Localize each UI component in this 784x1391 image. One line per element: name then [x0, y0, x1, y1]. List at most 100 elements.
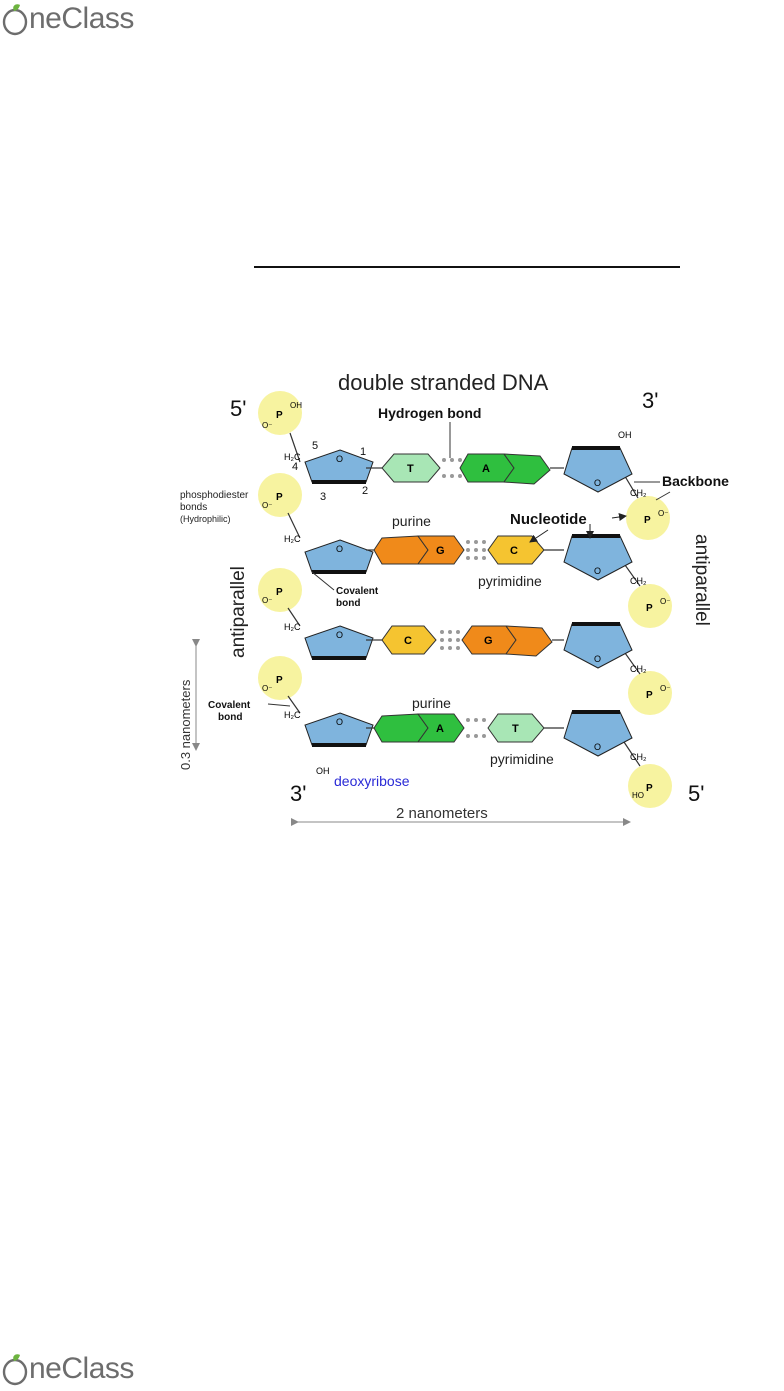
five-prime-bottom-label: 5': [688, 781, 704, 806]
antiparallel-right-label: antiparallel: [691, 534, 712, 626]
svg-text:P: P: [276, 492, 283, 503]
svg-text:P: P: [646, 603, 653, 614]
svg-text:CH₂: CH₂: [630, 576, 647, 586]
antiparallel-left-label: antiparallel: [228, 566, 249, 658]
svg-text:P: P: [644, 515, 651, 526]
logo-text: neClass: [29, 1352, 134, 1385]
oneclass-logo-top: neClass: [2, 2, 134, 36]
base-thymine-2: T: [512, 723, 519, 735]
base-guanine-1: G: [436, 545, 445, 557]
width-measure-label: 2 nanometers: [396, 805, 488, 822]
svg-text:O: O: [594, 742, 601, 752]
svg-text:5: 5: [312, 440, 318, 452]
right-sugar-3: O CH₂: [563, 622, 647, 674]
right-phosphate-4: P HO: [628, 764, 672, 808]
base-guanine-2: G: [484, 635, 493, 647]
left-phosphate-2: P O⁻: [258, 473, 302, 517]
oneclass-logo-bottom: neClass: [2, 1352, 134, 1386]
hydrogen-bond-label: Hydrogen bond: [378, 405, 481, 421]
height-measure-label: 0.3 nanometers: [178, 679, 193, 770]
carbon-numbers: 5 4 1 3 2: [292, 440, 368, 503]
svg-text:HO: HO: [632, 791, 644, 800]
pyrimidine-label-1: pyrimidine: [478, 573, 542, 589]
svg-text:P: P: [276, 675, 283, 686]
nucleotide-label: Nucleotide: [510, 511, 587, 528]
dna-diagram: double stranded DNA Hydrogen bond 5' 3' …: [160, 358, 768, 828]
base-adenine-2: A: [436, 723, 444, 735]
right-phosphate-2: P O⁻: [628, 584, 672, 628]
svg-text:OH: OH: [316, 766, 330, 776]
svg-text:CH₂: CH₂: [630, 752, 647, 762]
covalent-pointer-1: [311, 571, 335, 591]
left-sugar-4: O H₂C OH: [284, 710, 374, 776]
svg-text:O: O: [594, 654, 601, 664]
svg-text:H₂C: H₂C: [284, 710, 301, 720]
svg-text:P: P: [276, 410, 283, 421]
svg-text:O⁻: O⁻: [660, 684, 670, 693]
svg-text:O⁻: O⁻: [262, 596, 272, 605]
svg-text:OH: OH: [290, 401, 302, 410]
right-sugar-4: O CH₂: [563, 710, 647, 762]
title-underline: [254, 266, 680, 268]
hydrophilic-label: (Hydrophilic): [180, 514, 231, 524]
backbone-label: Backbone: [662, 473, 729, 489]
svg-text:2: 2: [362, 485, 368, 497]
apple-icon: [2, 1352, 28, 1386]
right-phosphate-1: P O⁻: [626, 496, 670, 540]
bonds-label: bonds: [180, 502, 207, 513]
svg-text:O⁻: O⁻: [262, 684, 272, 693]
left-phosphate-4: P O⁻: [258, 656, 302, 700]
base-adenine-1: A: [482, 463, 490, 475]
left-phosphate-3: P O⁻: [258, 568, 302, 612]
five-prime-top-label: 5': [230, 396, 246, 421]
svg-text:3: 3: [320, 491, 326, 503]
svg-text:O⁻: O⁻: [262, 421, 272, 430]
nucleotide-arrow-3: [611, 513, 627, 521]
svg-text:P: P: [276, 587, 283, 598]
svg-text:P: P: [646, 783, 653, 794]
svg-text:O: O: [336, 544, 343, 554]
svg-text:H₂C: H₂C: [284, 452, 301, 462]
three-prime-bottom-label: 3': [290, 781, 306, 806]
svg-text:CH₂: CH₂: [630, 488, 647, 498]
svg-text:CH₂: CH₂: [630, 664, 647, 674]
base-pair-2: G C: [366, 535, 564, 565]
svg-text:O⁻: O⁻: [262, 501, 272, 510]
svg-text:O: O: [336, 454, 343, 464]
svg-text:O: O: [594, 566, 601, 576]
purine-label-1: purine: [392, 513, 431, 529]
svg-text:H₂C: H₂C: [284, 534, 301, 544]
svg-text:4: 4: [292, 461, 298, 473]
right-phosphate-3: P O⁻: [628, 671, 672, 715]
svg-text:O⁻: O⁻: [660, 597, 670, 606]
left-sugar-1: O H₂C: [284, 449, 374, 484]
base-cytosine-1: C: [510, 545, 518, 557]
base-pair-3: C G: [366, 625, 564, 657]
right-sugar-2: O CH₂: [563, 534, 647, 586]
base-pair-1: T A: [366, 453, 564, 485]
svg-text:O: O: [336, 630, 343, 640]
base-pair-4: A T: [366, 713, 564, 743]
base-cytosine-2: C: [404, 635, 412, 647]
svg-text:O: O: [336, 717, 343, 727]
svg-text:O: O: [594, 478, 601, 488]
apple-icon: [2, 2, 28, 36]
bond-label-1: bond: [336, 598, 360, 609]
three-prime-top-label: 3': [642, 388, 658, 413]
svg-text:O⁻: O⁻: [658, 509, 668, 518]
logo-text: neClass: [29, 2, 134, 35]
left-sugar-2: O H₂C: [284, 534, 374, 574]
bond-label-2: bond: [218, 712, 242, 723]
right-sugar-1: O OH CH₂: [563, 430, 647, 498]
left-sugar-3: O H₂C: [284, 622, 374, 660]
svg-text:OH: OH: [618, 430, 632, 440]
purine-label-2: purine: [412, 695, 451, 711]
backbone-pointer-2: [655, 491, 671, 501]
covalent-label-2: Covalent: [208, 700, 251, 711]
nucleotide-arrow-1: [529, 529, 549, 543]
deoxyribose-label: deoxyribose: [334, 773, 410, 789]
covalent-label-1: Covalent: [336, 586, 379, 597]
pyrimidine-label-2: pyrimidine: [490, 751, 554, 767]
svg-text:P: P: [646, 690, 653, 701]
left-phosphate-1: P OH O⁻: [258, 391, 302, 435]
